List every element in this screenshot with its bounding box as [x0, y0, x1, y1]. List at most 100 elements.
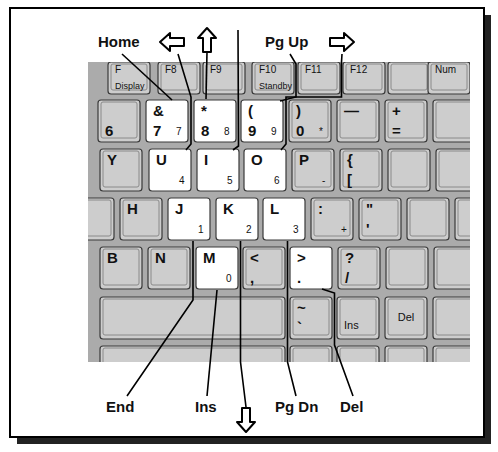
key-legend: . [297, 270, 301, 285]
key [196, 247, 238, 289]
key-legend: ) [296, 103, 301, 118]
up-arrow-symbol [198, 28, 216, 52]
key-legend: 0 [226, 274, 232, 284]
key [244, 149, 286, 191]
key-legend: F11 [305, 65, 322, 75]
key [290, 247, 332, 289]
key [455, 198, 470, 240]
key-legend: Ins [344, 320, 359, 331]
key [216, 198, 258, 240]
key-legend: > [297, 250, 306, 265]
key-legend: F [115, 65, 121, 75]
key [428, 62, 470, 94]
key-legend: Standby [259, 82, 292, 91]
key-legend: 6 [274, 176, 280, 186]
key [100, 297, 285, 339]
key [168, 198, 210, 240]
key-legend: J [175, 201, 183, 216]
key [338, 247, 380, 289]
key [252, 62, 294, 94]
key-legend: - [322, 176, 325, 186]
key [194, 100, 236, 142]
leader-line [207, 290, 217, 396]
frame [10, 8, 484, 437]
key [337, 346, 379, 362]
leader-line [322, 289, 353, 396]
key-legend: 7 [153, 123, 161, 138]
key-legend: ( [248, 103, 253, 118]
key [343, 62, 385, 94]
key-function-label: Pg Up [265, 34, 308, 49]
leader-line [122, 54, 172, 100]
key-legend: 3 [293, 225, 299, 235]
key-legend: < [250, 250, 259, 265]
key-legend: O [251, 152, 263, 167]
key-legend: 9 [248, 123, 256, 138]
leader-line [280, 54, 296, 101]
key [146, 100, 188, 142]
key [340, 149, 382, 191]
key-legend: ~ [297, 300, 306, 315]
key [386, 247, 428, 289]
key-legend: 2 [246, 225, 252, 235]
key-legend: { [347, 152, 353, 167]
key-legend: P [299, 152, 309, 167]
key [120, 198, 162, 240]
key-legend: Del [385, 312, 427, 323]
leader-line [233, 30, 239, 150]
key [158, 62, 200, 94]
key [388, 62, 430, 94]
key-legend: H [127, 201, 138, 216]
key-legend: F10 [259, 65, 276, 75]
key [311, 198, 353, 240]
key-legend: / [345, 270, 349, 285]
leader-line [127, 241, 193, 396]
key [100, 149, 142, 191]
key [359, 198, 401, 240]
key-legend: [ [347, 172, 352, 187]
key [197, 149, 239, 191]
key [337, 100, 379, 142]
key [292, 149, 334, 191]
key [88, 198, 114, 240]
key-legend: U [156, 152, 167, 167]
key-legend: — [344, 103, 359, 118]
key-legend: * [319, 127, 323, 137]
key-legend: + [341, 225, 347, 235]
key [337, 297, 379, 339]
key-legend: 9 [271, 127, 277, 137]
key [388, 149, 430, 191]
key-legend: & [153, 103, 164, 118]
key [98, 100, 140, 142]
key-legend: ` [297, 320, 302, 335]
key-legend: 0 [296, 123, 304, 138]
key [108, 62, 150, 94]
key-legend: ? [345, 250, 354, 265]
key-legend: ' [366, 221, 370, 236]
key-legend: N [155, 250, 166, 265]
key-legend: " [366, 201, 373, 216]
key [385, 346, 427, 362]
key [148, 247, 190, 289]
leader-line [281, 54, 342, 150]
key-legend: K [223, 201, 234, 216]
key [263, 198, 305, 240]
keyboard [88, 62, 470, 362]
key-legend: F9 [210, 65, 222, 75]
key-legend: 7 [176, 127, 182, 137]
key-legend: + [392, 103, 401, 118]
key [243, 247, 285, 289]
key [436, 149, 470, 191]
key [434, 247, 470, 289]
key-legend: I [204, 152, 208, 167]
key-legend: : [318, 201, 323, 216]
key-legend: , [250, 270, 254, 285]
left-arrow-symbol [160, 33, 184, 51]
leader-line [288, 241, 297, 396]
key-legend: M [203, 250, 216, 265]
key-function-label: Del [340, 399, 363, 414]
leader-line [241, 241, 247, 407]
key-legend: Y [107, 152, 117, 167]
key-legend: B [107, 250, 118, 265]
key [290, 346, 332, 362]
